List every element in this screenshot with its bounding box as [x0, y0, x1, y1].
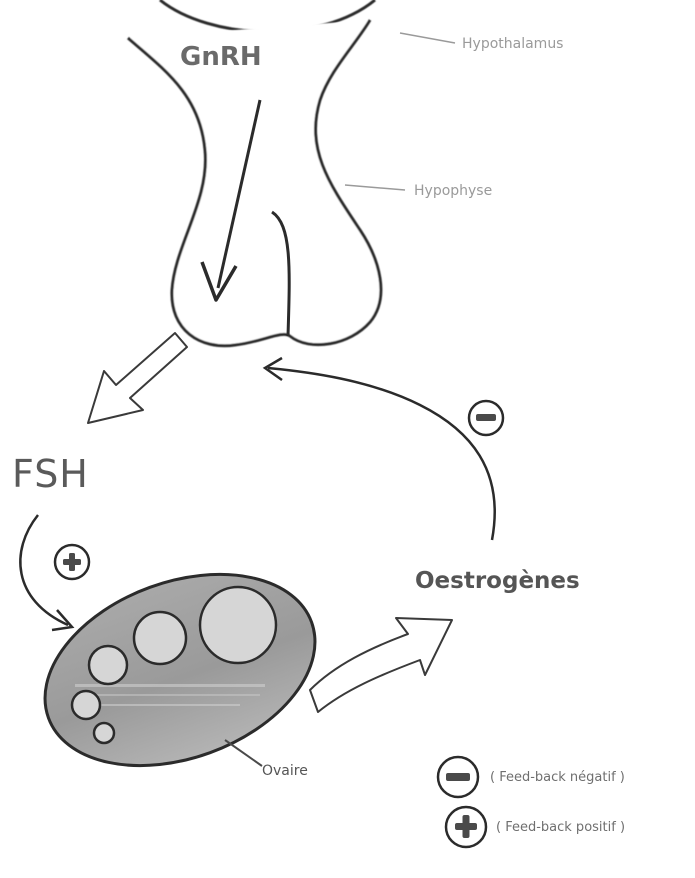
follicle-small	[89, 646, 127, 684]
ovaire-label: Ovaire	[262, 763, 308, 779]
hypothalamus-leader	[400, 33, 455, 43]
oestrogenes-label: Oestrogènes	[415, 568, 580, 594]
fsh-to-ovary-arrowhead	[52, 610, 72, 630]
legend-positive-text: ( Feed-back positif )	[496, 820, 625, 835]
follicle-medium	[134, 612, 186, 664]
gnrh-label: GnRH	[180, 42, 262, 72]
pituitary-to-fsh-arrow	[88, 333, 187, 423]
ovary-to-oestrogenes-arrow	[310, 618, 452, 712]
plus-circle-icon	[55, 545, 89, 579]
hypophyse-leader	[345, 185, 405, 190]
ovary-leader	[225, 740, 262, 766]
follicle-tiny	[72, 691, 100, 719]
follicle-smallest	[94, 723, 114, 743]
minus-circle-icon	[469, 401, 503, 435]
legend-plus-icon	[446, 807, 486, 847]
hypophyse-label: Hypophyse	[414, 183, 492, 199]
hypothalamus-label: Hypothalamus	[462, 36, 563, 52]
legend-negative-text: ( Feed-back négatif )	[490, 770, 625, 785]
follicle-large	[200, 587, 276, 663]
legend-minus-icon	[438, 757, 478, 797]
fsh-label: FSH	[12, 452, 89, 496]
negative-feedback-arrow	[268, 368, 495, 540]
